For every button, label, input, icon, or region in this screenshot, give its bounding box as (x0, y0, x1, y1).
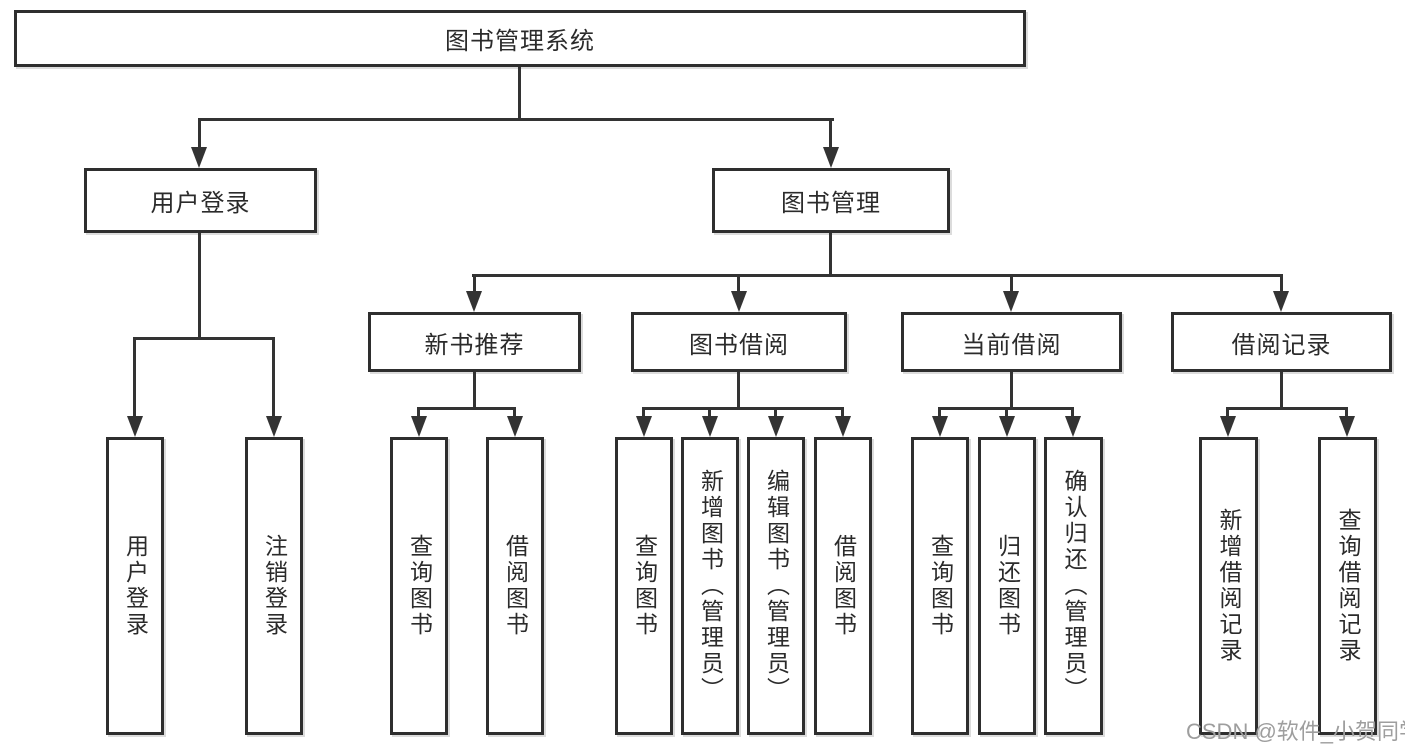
connector-borrowing-records-drop (1280, 372, 1283, 407)
arrow-down-icon (1220, 416, 1236, 437)
leaf-edit-book-admin: 编辑图书（管理员） (747, 437, 805, 735)
connector-stub-book-borrowing (737, 274, 740, 292)
connector-stub-book-management (829, 118, 832, 150)
leaf-confirm-return-admin: 确认归还（管理员） (1044, 437, 1103, 735)
connector-root-branch (198, 118, 834, 121)
connector-stub-new-book (473, 274, 476, 292)
connector-stub (1345, 407, 1348, 419)
connector-stub-user-login (198, 118, 201, 150)
node-book-management: 图书管理 (712, 168, 950, 233)
connector-stub (938, 407, 941, 419)
arrow-down-icon (507, 416, 523, 437)
arrow-down-icon (127, 416, 143, 437)
connector-stub (1071, 407, 1074, 419)
leaf-user-login: 用户登录 (106, 437, 164, 735)
leaf-add-borrow-record: 新增借阅记录 (1199, 437, 1258, 735)
connector-stub-leaf-logout (272, 337, 275, 417)
node-library-management-system: 图书管理系统 (14, 10, 1026, 67)
node-current-borrowing: 当前借阅 (901, 312, 1122, 372)
leaf-logout: 注销登录 (245, 437, 303, 735)
arrow-down-icon (932, 416, 948, 437)
connector-current-borrowing-drop (1010, 372, 1013, 407)
arrow-down-icon (835, 416, 851, 437)
arrow-down-icon (768, 416, 784, 437)
arrow-down-icon (823, 147, 839, 168)
connector-book-borrowing-branch (642, 407, 844, 410)
connector-stub (841, 407, 844, 419)
arrow-down-icon (266, 416, 282, 437)
arrow-down-icon (1339, 416, 1355, 437)
connector-book-borrowing-drop (737, 372, 740, 407)
connector-borrowing-records-branch (1226, 407, 1348, 410)
arrow-down-icon (702, 416, 718, 437)
arrow-down-icon (636, 416, 652, 437)
connector-new-book-branch (417, 407, 516, 410)
arrow-down-icon (191, 147, 207, 168)
arrow-down-icon (411, 416, 427, 437)
connector-user-login-branch (133, 337, 275, 340)
arrow-down-icon (1273, 291, 1289, 312)
arrow-down-icon (1065, 416, 1081, 437)
connector-user-login-drop (198, 233, 201, 337)
connector-new-book-drop (473, 372, 476, 407)
connector-stub (513, 407, 516, 419)
connector-stub (708, 407, 711, 419)
connector-stub-borrowing-records (1280, 274, 1283, 292)
node-new-book-recommendation: 新书推荐 (368, 312, 581, 372)
leaf-search-borrow-record: 查询借阅记录 (1318, 437, 1377, 735)
node-user-login: 用户登录 (84, 168, 317, 233)
watermark: CSDN @软件_小贺同学 (1186, 719, 1405, 744)
connector-root-drop (518, 67, 521, 118)
leaf-search-books-borrowing: 查询图书 (615, 437, 673, 735)
leaf-add-book-admin: 新增图书（管理员） (681, 437, 739, 735)
connector-stub (642, 407, 645, 419)
connector-stub-leaf-user-login (133, 337, 136, 417)
leaf-search-books-current: 查询图书 (911, 437, 969, 735)
connector-stub-current-borrowing (1010, 274, 1013, 292)
leaf-search-books-recommend: 查询图书 (390, 437, 448, 735)
connector-stub (417, 407, 420, 419)
arrow-down-icon (731, 291, 747, 312)
leaf-borrow-books-recommend: 借阅图书 (486, 437, 544, 735)
leaf-return-books: 归还图书 (978, 437, 1036, 735)
arrow-down-icon (1003, 291, 1019, 312)
arrow-down-icon (999, 416, 1015, 437)
node-borrowing-records: 借阅记录 (1171, 312, 1392, 372)
arrow-down-icon (466, 291, 482, 312)
leaf-borrow-books-borrowing: 借阅图书 (814, 437, 872, 735)
connector-book-management-branch (472, 274, 1282, 277)
connector-book-management-drop (829, 233, 832, 274)
node-book-borrowing: 图书借阅 (631, 312, 847, 372)
connector-stub (774, 407, 777, 419)
connector-stub (1226, 407, 1229, 419)
connector-stub (1005, 407, 1008, 419)
